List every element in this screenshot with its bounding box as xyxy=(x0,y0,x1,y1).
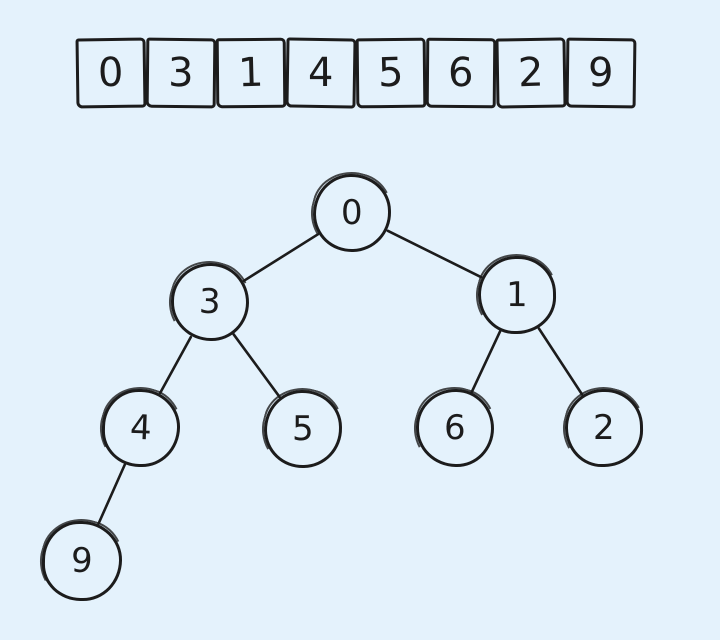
array-cell: 9 xyxy=(565,37,637,109)
tree-node: 9 xyxy=(41,520,123,602)
tree-node: 1 xyxy=(477,255,557,335)
tree-node-label: 3 xyxy=(198,281,222,323)
array-cell: 1 xyxy=(215,37,287,109)
tree-node: 0 xyxy=(312,173,392,253)
tree-node: 3 xyxy=(170,262,250,342)
array-cell: 3 xyxy=(145,37,217,109)
tree-node-label: 1 xyxy=(506,274,528,316)
array-cell: 4 xyxy=(285,37,357,109)
tree-edge xyxy=(386,229,483,279)
tree-node-label: 9 xyxy=(70,540,94,582)
tree-edge xyxy=(242,232,320,283)
tree-node: 5 xyxy=(263,389,343,469)
tree-edge xyxy=(232,332,281,399)
tree-edge xyxy=(97,463,127,525)
array-cell: 2 xyxy=(495,37,567,109)
array-cell-value: 5 xyxy=(377,49,405,97)
tree-node-label: 2 xyxy=(593,408,615,449)
array-cell-value: 9 xyxy=(588,49,614,97)
tree-node: 2 xyxy=(564,388,644,468)
tree-edge xyxy=(158,335,193,395)
tree-edge xyxy=(470,329,502,394)
tree-node-label: 5 xyxy=(292,408,314,450)
array-cell: 6 xyxy=(425,37,497,109)
tree-edge xyxy=(537,327,584,396)
array-cell: 0 xyxy=(75,37,147,109)
array-cell: 5 xyxy=(355,37,427,109)
array-cell-value: 4 xyxy=(308,49,334,97)
tree-node: 4 xyxy=(101,388,181,468)
array-cell-value: 6 xyxy=(448,49,474,97)
array-cell-value: 2 xyxy=(517,49,545,97)
array-cell-value: 1 xyxy=(237,49,265,97)
tree-node: 6 xyxy=(415,388,495,468)
tree-node-label: 6 xyxy=(443,407,467,449)
tree-node-label: 4 xyxy=(129,407,153,449)
array-cell-value: 3 xyxy=(168,49,194,97)
tree-node-label: 0 xyxy=(341,192,363,234)
array-cell-value: 0 xyxy=(97,49,125,97)
